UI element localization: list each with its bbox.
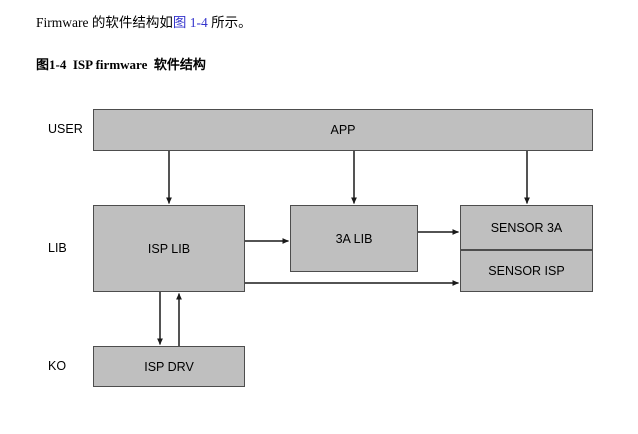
figure-caption-number: 图1-4 xyxy=(36,57,67,72)
node-isp-lib[interactable]: ISP LIB xyxy=(93,205,245,292)
figure-cross-reference-link[interactable]: 图 1-4 xyxy=(172,15,208,30)
figure-caption-title-cn: 软件结构 xyxy=(153,57,206,72)
figure-caption-title-en: ISP firmware xyxy=(72,57,148,72)
node-isp-drv-label: ISP DRV xyxy=(144,359,194,374)
intro-paragraph: Firmware 的软件结构如图 1-4 所示。 xyxy=(36,14,252,32)
node-sensor-3a-label: SENSOR 3A xyxy=(490,220,563,235)
intro-text-after: 所示。 xyxy=(207,15,252,30)
node-sensor-isp[interactable]: SENSOR ISP xyxy=(460,250,593,292)
node-isp-drv[interactable]: ISP DRV xyxy=(93,346,245,387)
node-app-label: APP xyxy=(330,123,356,137)
layer-label-user: USER xyxy=(48,122,83,136)
intro-text-before: Firmware 的软件结构如 xyxy=(36,15,173,30)
node-3a-lib-label: 3A LIB xyxy=(335,231,373,246)
node-app[interactable]: APP xyxy=(93,109,593,151)
node-sensor-isp-label: SENSOR ISP xyxy=(488,264,565,278)
layer-label-ko: KO xyxy=(48,359,67,373)
node-3a-lib[interactable]: 3A LIB xyxy=(290,205,418,272)
node-isp-lib-label: ISP LIB xyxy=(147,241,191,256)
layer-label-lib: LIB xyxy=(48,241,67,255)
figure-caption: 图1-4 ISP firmware 软件结构 xyxy=(36,56,206,74)
node-sensor-3a[interactable]: SENSOR 3A xyxy=(460,205,593,250)
